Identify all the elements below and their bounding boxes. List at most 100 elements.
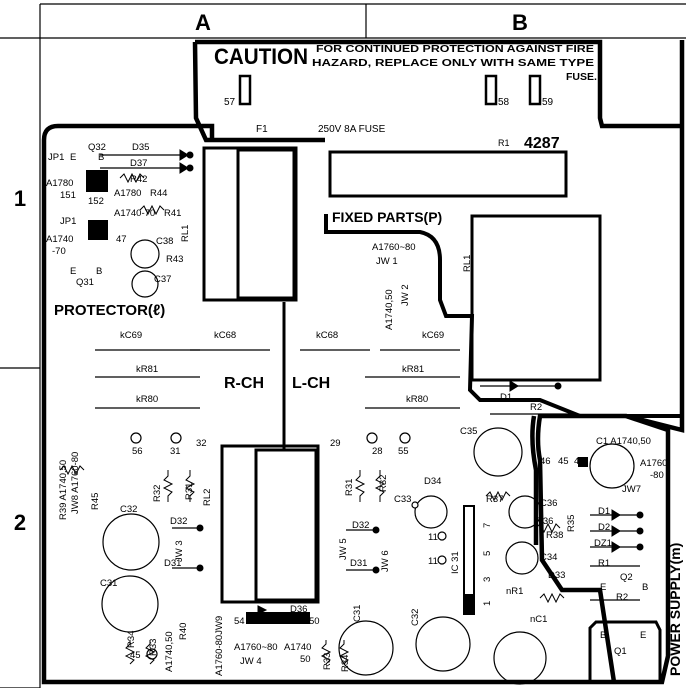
capacitors: [101, 239, 635, 685]
lbl-r33a: R33: [148, 639, 159, 656]
lbl-rl1a: RL1: [180, 225, 191, 242]
lbl-b2: B: [96, 266, 102, 277]
lbl-d37: D37: [130, 158, 147, 169]
r1-value: 4287: [524, 135, 560, 152]
lbl-dz1: DZ1: [594, 538, 612, 549]
power-outline: [530, 415, 539, 545]
lbl-r45: R45: [90, 493, 101, 510]
lbl-45b: 45: [130, 650, 141, 661]
lbl-a1760-80a: A1760~80: [372, 242, 416, 253]
lbl-ic31: IC 31: [450, 551, 461, 574]
lbl-jw8: JW8 A1760-80: [70, 452, 81, 514]
lbl-kr80b: kR80: [406, 394, 428, 405]
fuse-label-59: 59: [542, 97, 554, 108]
pads: [130, 432, 447, 660]
lbl-kc69a: kC69: [120, 330, 142, 341]
lbl-55: 55: [398, 446, 409, 457]
relay-rl1: [202, 146, 298, 302]
lbl-r43: R43: [166, 254, 183, 265]
lbl-m70: -70: [52, 246, 66, 257]
lbl-kr81b: kR81: [402, 364, 424, 375]
lbl-r42: R42: [130, 174, 147, 185]
lbl-c1: C1 A1740,50: [596, 436, 651, 447]
lbl-32: 32: [196, 438, 207, 449]
lbl-e3: E: [600, 582, 606, 593]
lbl-c31b: C31: [352, 605, 363, 622]
lbl-r35: R35: [566, 515, 577, 532]
lbl-r34a: R34: [126, 631, 137, 648]
lch-label: L-CH: [292, 375, 330, 392]
lbl-r32a: R32: [152, 485, 163, 502]
column-label-b: B: [512, 10, 528, 35]
lbl-47: 47: [116, 234, 127, 245]
lbl-q2: Q2: [620, 572, 633, 583]
lbl-d35: D35: [132, 142, 149, 153]
caution-title: CAUTION: [214, 44, 308, 69]
diodes: [179, 149, 644, 615]
lbl-kc68b: kC68: [316, 330, 338, 341]
lbl-b4: B: [600, 630, 606, 641]
lbl-11b: 11: [428, 556, 438, 567]
lbl-c37: C37: [154, 274, 171, 285]
lbl-d32a: D32: [170, 516, 187, 527]
column-label-a: A: [195, 10, 211, 35]
lbl-r33b: R33: [322, 653, 333, 670]
lbl-r31a: R31: [184, 483, 195, 500]
lbl-jp1b: JP1: [60, 216, 76, 227]
lbl-48: 48: [92, 222, 103, 233]
lbl-r1b: R1: [598, 558, 610, 569]
protector-label: PROTECTOR(ℓ): [54, 302, 165, 319]
lbl-d34: D34: [424, 476, 441, 487]
fuse-label-58: 58: [498, 97, 510, 108]
lbl-jw3: JW 3: [174, 540, 185, 562]
resistor-zigzags: [59, 172, 565, 665]
lbl-b1: B: [98, 152, 104, 163]
lbl-c36: C36: [540, 498, 557, 509]
lbl-c32b: C32: [410, 609, 421, 626]
lbl-e1: E: [70, 152, 76, 163]
lbl-rl2: RL2: [202, 489, 213, 506]
relay-frame: [470, 214, 602, 382]
lbl-jp2: JP2 50: [290, 616, 320, 627]
lbl-29: 29: [330, 438, 341, 449]
lbl-a1780b: A1780: [114, 188, 141, 199]
lbl-c34: C34: [540, 552, 557, 563]
lbl-11a: 11: [428, 532, 438, 543]
component-labels: JP1 E B Q32 D35 D37 A1780 151 152 R42 A1…: [46, 142, 667, 676]
lbl-r44: R44: [150, 188, 167, 199]
lbl-jw1: JW 1: [376, 256, 398, 267]
lbl-a1760-80jw9: A1760-80JW9: [214, 616, 225, 676]
lbl-a1740-50a: A1740,50: [384, 289, 395, 330]
lbl-jw5: JW 5: [338, 538, 349, 560]
board-outline-upper: [195, 39, 685, 433]
lbl-r38: R38: [546, 530, 563, 541]
rch-label: R-CH: [224, 375, 264, 392]
lbl-nr1: nR1: [506, 586, 523, 597]
board-outline: [41, 41, 671, 685]
fixed-parts-label: FIXED PARTS(P): [332, 209, 442, 225]
lbl-45: 45: [558, 456, 569, 467]
lbl-ic7: 7: [482, 523, 493, 528]
lbl-kr80a: kR80: [136, 394, 158, 405]
lbl-kc69b: kC69: [422, 330, 444, 341]
lbl-d33: D33: [548, 570, 565, 581]
lbl-d32b: D32: [352, 520, 369, 531]
r1-label: R1: [498, 138, 510, 148]
lbl-jw7: JW7: [622, 484, 641, 495]
q1-frame: [588, 620, 662, 682]
caution-line-2: HAZARD, REPLACE ONLY WITH SAME TYPE: [312, 57, 594, 69]
lbl-c31a: C31: [100, 578, 117, 589]
lbl-q1: Q1: [614, 646, 627, 657]
lbl-a1740c: A1740: [284, 642, 311, 653]
lbl-r34b: R34: [340, 655, 351, 672]
lbl-a1780a: A1780: [46, 178, 73, 189]
fixed-parts-divider: [324, 214, 682, 418]
lbl-kc68a: kC68: [214, 330, 236, 341]
relay-rl2: [220, 444, 320, 604]
lbl-r40: R40: [178, 623, 189, 640]
fuse-label-57: 57: [224, 97, 236, 108]
lbl-kr81a: kR81: [136, 364, 158, 375]
row-label-2: 2: [14, 510, 26, 535]
lbl-a1740a: A1740: [46, 234, 73, 245]
